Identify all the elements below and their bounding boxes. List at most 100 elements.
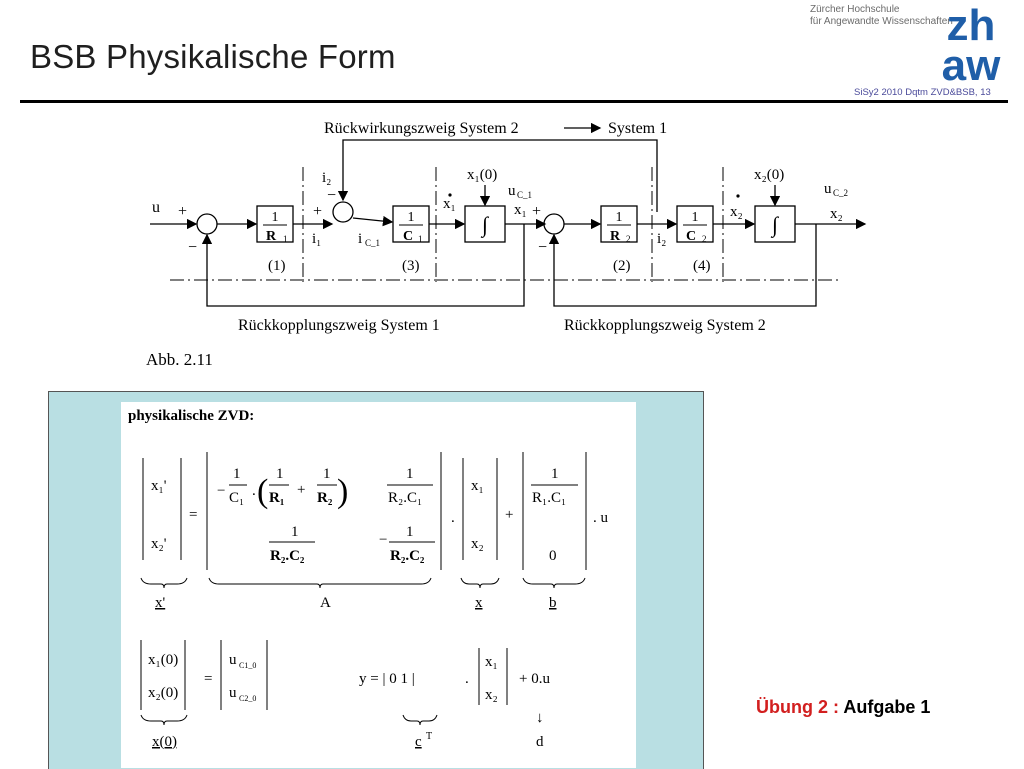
feedforward-label: Rückwirkungszweig System 2	[324, 120, 519, 137]
block-2-tag: (2)	[613, 258, 631, 274]
block-2-den: R	[610, 229, 621, 244]
block-1-num: 1	[272, 210, 279, 225]
block-diagram: Rückwirkungszweig System 2 System 1 u + …	[150, 120, 867, 334]
current-i2-top-label: i₂	[322, 170, 331, 186]
sum3-minus-sign: −	[538, 239, 547, 256]
x-vector-1: x₁	[471, 478, 484, 494]
input-u-label: u	[152, 199, 160, 216]
equals-1: =	[189, 507, 197, 523]
svg-text:): )	[337, 473, 348, 510]
init-x2: x₂(0)	[148, 685, 178, 701]
equals-2: =	[204, 671, 212, 687]
zhaw-logo: zh aw	[942, 2, 1001, 84]
block-4-den-sub: 2	[702, 234, 707, 244]
a21-den: R₂.C₂	[270, 548, 305, 564]
xprime-1: x₁'	[151, 478, 167, 494]
x2-dot-label: x₂	[730, 204, 743, 220]
logo-text-top: zh	[947, 2, 996, 50]
zvd-title: physikalische ZVD:	[128, 408, 255, 424]
current-ic1-sub: C_1	[365, 238, 380, 248]
block-4-num: 1	[692, 210, 699, 225]
uc2-label: u	[824, 181, 832, 197]
svg-text:−: −	[379, 532, 387, 548]
x-vector-2: x₂	[471, 536, 484, 552]
uc2-sub: C_2	[833, 188, 848, 198]
current-i1-label: i₁	[312, 231, 321, 247]
block-3-den: C	[403, 229, 413, 244]
x1-initial-label: x₁(0)	[467, 167, 497, 183]
institution-line-1: Zürcher Hochschule	[810, 4, 900, 15]
block-2-den-sub: 2	[626, 234, 631, 244]
page-title: BSB Physikalische Form	[30, 38, 396, 75]
a11-r1: R₁	[269, 490, 284, 506]
init-u2-sub: C2_0	[239, 694, 256, 703]
brace-ct-sup: T	[426, 731, 432, 742]
title-underline	[20, 100, 1008, 103]
brace-ct: c	[415, 734, 422, 750]
svg-text:.: .	[252, 483, 256, 499]
y-x2: x₂	[485, 687, 498, 703]
exercise-reference: Übung 2 : Aufgabe 1	[756, 697, 930, 718]
brace-x: x	[475, 595, 483, 611]
dot-2: .	[465, 671, 469, 687]
a22-num: 1	[406, 524, 414, 540]
a12-den: R₂.C₁	[388, 490, 422, 506]
dot-1: .	[451, 510, 455, 526]
brace-x0: x(0)	[152, 734, 177, 750]
d-arrow: ↓	[536, 710, 544, 726]
a11-c: C₁	[229, 490, 244, 506]
svg-text:−: −	[217, 483, 225, 499]
a11-plus: +	[297, 482, 305, 498]
integrator-1-symbol: ∫	[480, 212, 490, 238]
feedback-2-label: Rückkopplungszweig System 2	[564, 317, 766, 334]
block-3-den-sub: 1	[418, 234, 423, 244]
plus-b: +	[505, 507, 513, 523]
init-x1: x₁(0)	[148, 652, 178, 668]
brace-xprime: x'	[155, 595, 166, 611]
sum1-minus-sign: −	[188, 239, 197, 256]
block-4-tag: (4)	[693, 258, 711, 274]
x1-output-label: x₁	[514, 202, 527, 218]
a21-num: 1	[291, 524, 299, 540]
init-u1: u	[229, 652, 237, 668]
y-d-term: + 0.u	[519, 671, 550, 687]
block-3-over-c1	[392, 205, 430, 243]
uc1-sub: C_1	[517, 190, 532, 200]
a11-one: 1	[233, 466, 241, 482]
block-3-num: 1	[408, 210, 415, 225]
summing-junction-3	[543, 213, 565, 235]
block-3-tag: (3)	[402, 258, 420, 274]
output-equation: y = | 0 1 |	[359, 671, 415, 687]
integrator-2-symbol: ∫	[770, 212, 780, 238]
institution-name: Zürcher Hochschule für Angewandte Wissen…	[810, 4, 953, 28]
a11-r1-num: 1	[276, 466, 284, 482]
feedback-1-label: Rückkopplungszweig System 1	[238, 317, 440, 334]
block-1-den: R	[266, 229, 277, 244]
uc1-label: u	[508, 183, 516, 199]
x1-dot-label: x₁	[443, 196, 456, 212]
feedforward-target-label: System 1	[608, 120, 667, 137]
brace-a: A	[320, 595, 331, 611]
b1-num: 1	[551, 466, 559, 482]
init-u1-sub: C1_0	[239, 661, 256, 670]
x2-output-label: x₂	[830, 206, 843, 222]
x2-initial-label: x₂(0)	[754, 167, 784, 183]
b2: 0	[549, 548, 557, 564]
a11-r2-num: 1	[323, 466, 331, 482]
block-1-den-sub: 1	[283, 234, 288, 244]
zvd-equations: x₁' x₂' = − 1 C₁ . ( 1 R₁ + 1 R₂ ) 1 R₂.…	[140, 452, 609, 750]
block-1-tag: (1)	[268, 258, 286, 274]
sum2-minus-sign: −	[327, 187, 336, 204]
sum1-plus-sign: +	[178, 203, 187, 220]
block-2-num: 1	[616, 210, 623, 225]
current-i2-mid-label: i₂	[657, 231, 666, 247]
summing-junction-1	[196, 213, 218, 235]
a11-r2: R₂	[317, 490, 333, 506]
exercise-label: Übung 2 :	[756, 697, 839, 717]
block-2-over-r2	[600, 205, 638, 243]
logo-text-bottom: aw	[942, 41, 1001, 84]
a22-den: R₂.C₂	[390, 548, 425, 564]
sum3-plus-sign: +	[532, 203, 541, 220]
d-label: d	[536, 734, 544, 750]
block-4-den: C	[686, 229, 696, 244]
